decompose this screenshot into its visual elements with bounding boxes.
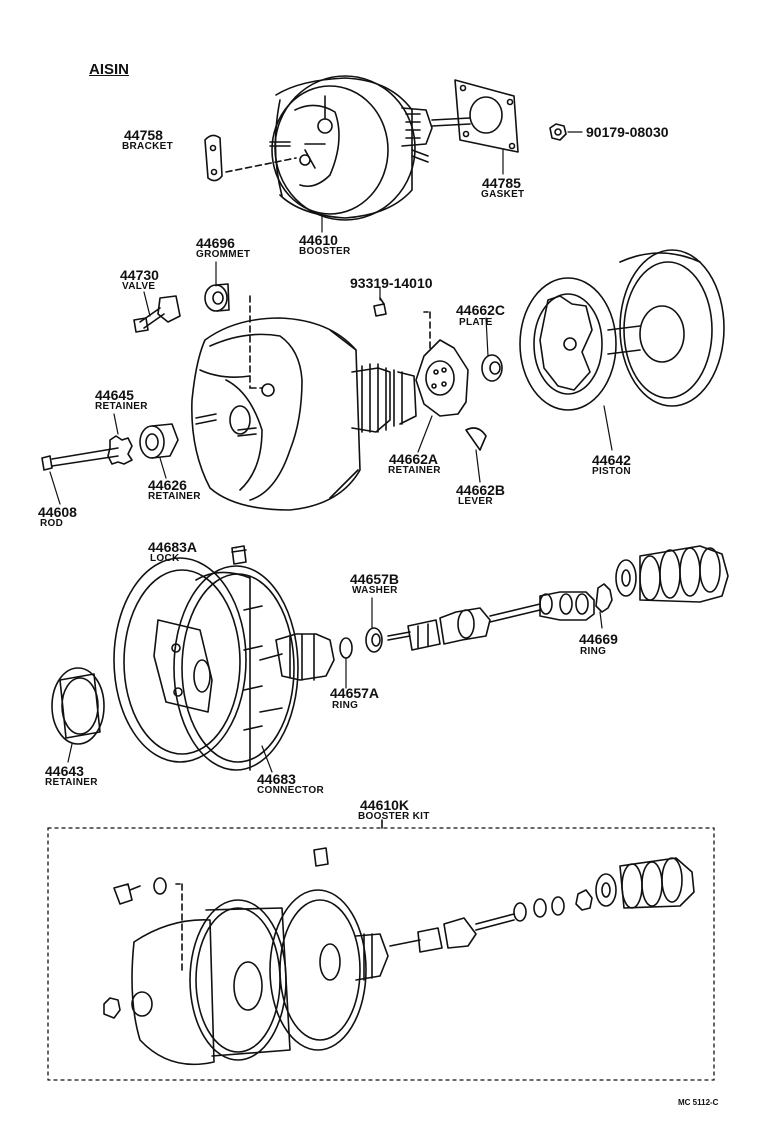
part-name: ROD [40,518,64,529]
booster-middle-drawing [191,317,417,511]
kit-frame [47,819,715,1081]
part-number: 44662A [389,451,439,467]
part-name: GASKET [481,189,525,200]
part-name: GROMMET [196,249,251,260]
part-name: VALVE [122,281,156,292]
part-name: CONNECTOR [257,785,324,796]
leader-lines [49,131,613,773]
ring-washer-drawing [339,627,383,659]
plate-drawing [481,354,503,382]
part-name: RING [580,646,607,657]
part-name: WASHER [352,585,398,596]
part-name: BRACKET [122,141,173,152]
front-shell-drawing [113,557,335,771]
part-number: 44669 [579,631,618,647]
part-number: 44610 [299,232,338,248]
part-name: RETAINER [95,401,148,412]
piston-drawing [519,249,725,411]
part-number: 44662C [456,302,506,318]
bracket-drawing [204,134,297,182]
part-number: 44730 [120,267,159,283]
part-number: 44696 [196,235,235,251]
kit-parts-drawing [103,847,695,1066]
part-number: 44608 [38,504,77,520]
part-number: 44657B [350,571,400,587]
part-name: RETAINER [148,491,201,502]
part-number: 44662B [456,482,506,498]
part-name: BOOSTER KIT [358,811,430,822]
figure-code: MC 5112-C [678,1098,719,1107]
part-number: 90179-08030 [586,124,669,140]
part-name: LOCK [150,553,180,564]
booster-top-drawing [269,75,471,221]
retainer-ring-drawing [51,667,105,745]
nut-drawing [549,123,567,141]
part-name: PLATE [459,317,493,328]
part-number: 44626 [148,477,187,493]
part-name: RING [332,700,359,711]
part-number: 93319-14010 [350,275,433,291]
part-number: 44758 [124,127,163,143]
gasket-drawing [454,79,519,153]
part-number: 44683 [257,771,296,787]
brand-label: AISIN [89,61,130,78]
part-number: 44642 [592,452,631,468]
part-name: RETAINER [388,465,441,476]
grommet-drawing [204,283,263,389]
part-number: 44643 [45,763,84,779]
lock-drawing [231,545,247,565]
diaphragm-stack-drawing [615,545,729,603]
part-number: 44785 [482,175,521,191]
part-number: 44645 [95,387,134,403]
part-name: PISTON [592,466,631,477]
rod-drawing [41,423,179,471]
valve-rod-drawing [387,583,613,651]
valve-drawing [133,295,181,333]
part-name: RETAINER [45,777,98,788]
part-number: 44683A [148,539,198,555]
part-number: 44610K [360,797,410,813]
part-number: 44657A [330,685,380,701]
lever-drawing [465,427,487,451]
retainer-plate-drawing [415,339,469,417]
part-name: BOOSTER [299,246,351,257]
part-name: LEVER [458,496,493,507]
bolt-drawing [373,297,431,353]
